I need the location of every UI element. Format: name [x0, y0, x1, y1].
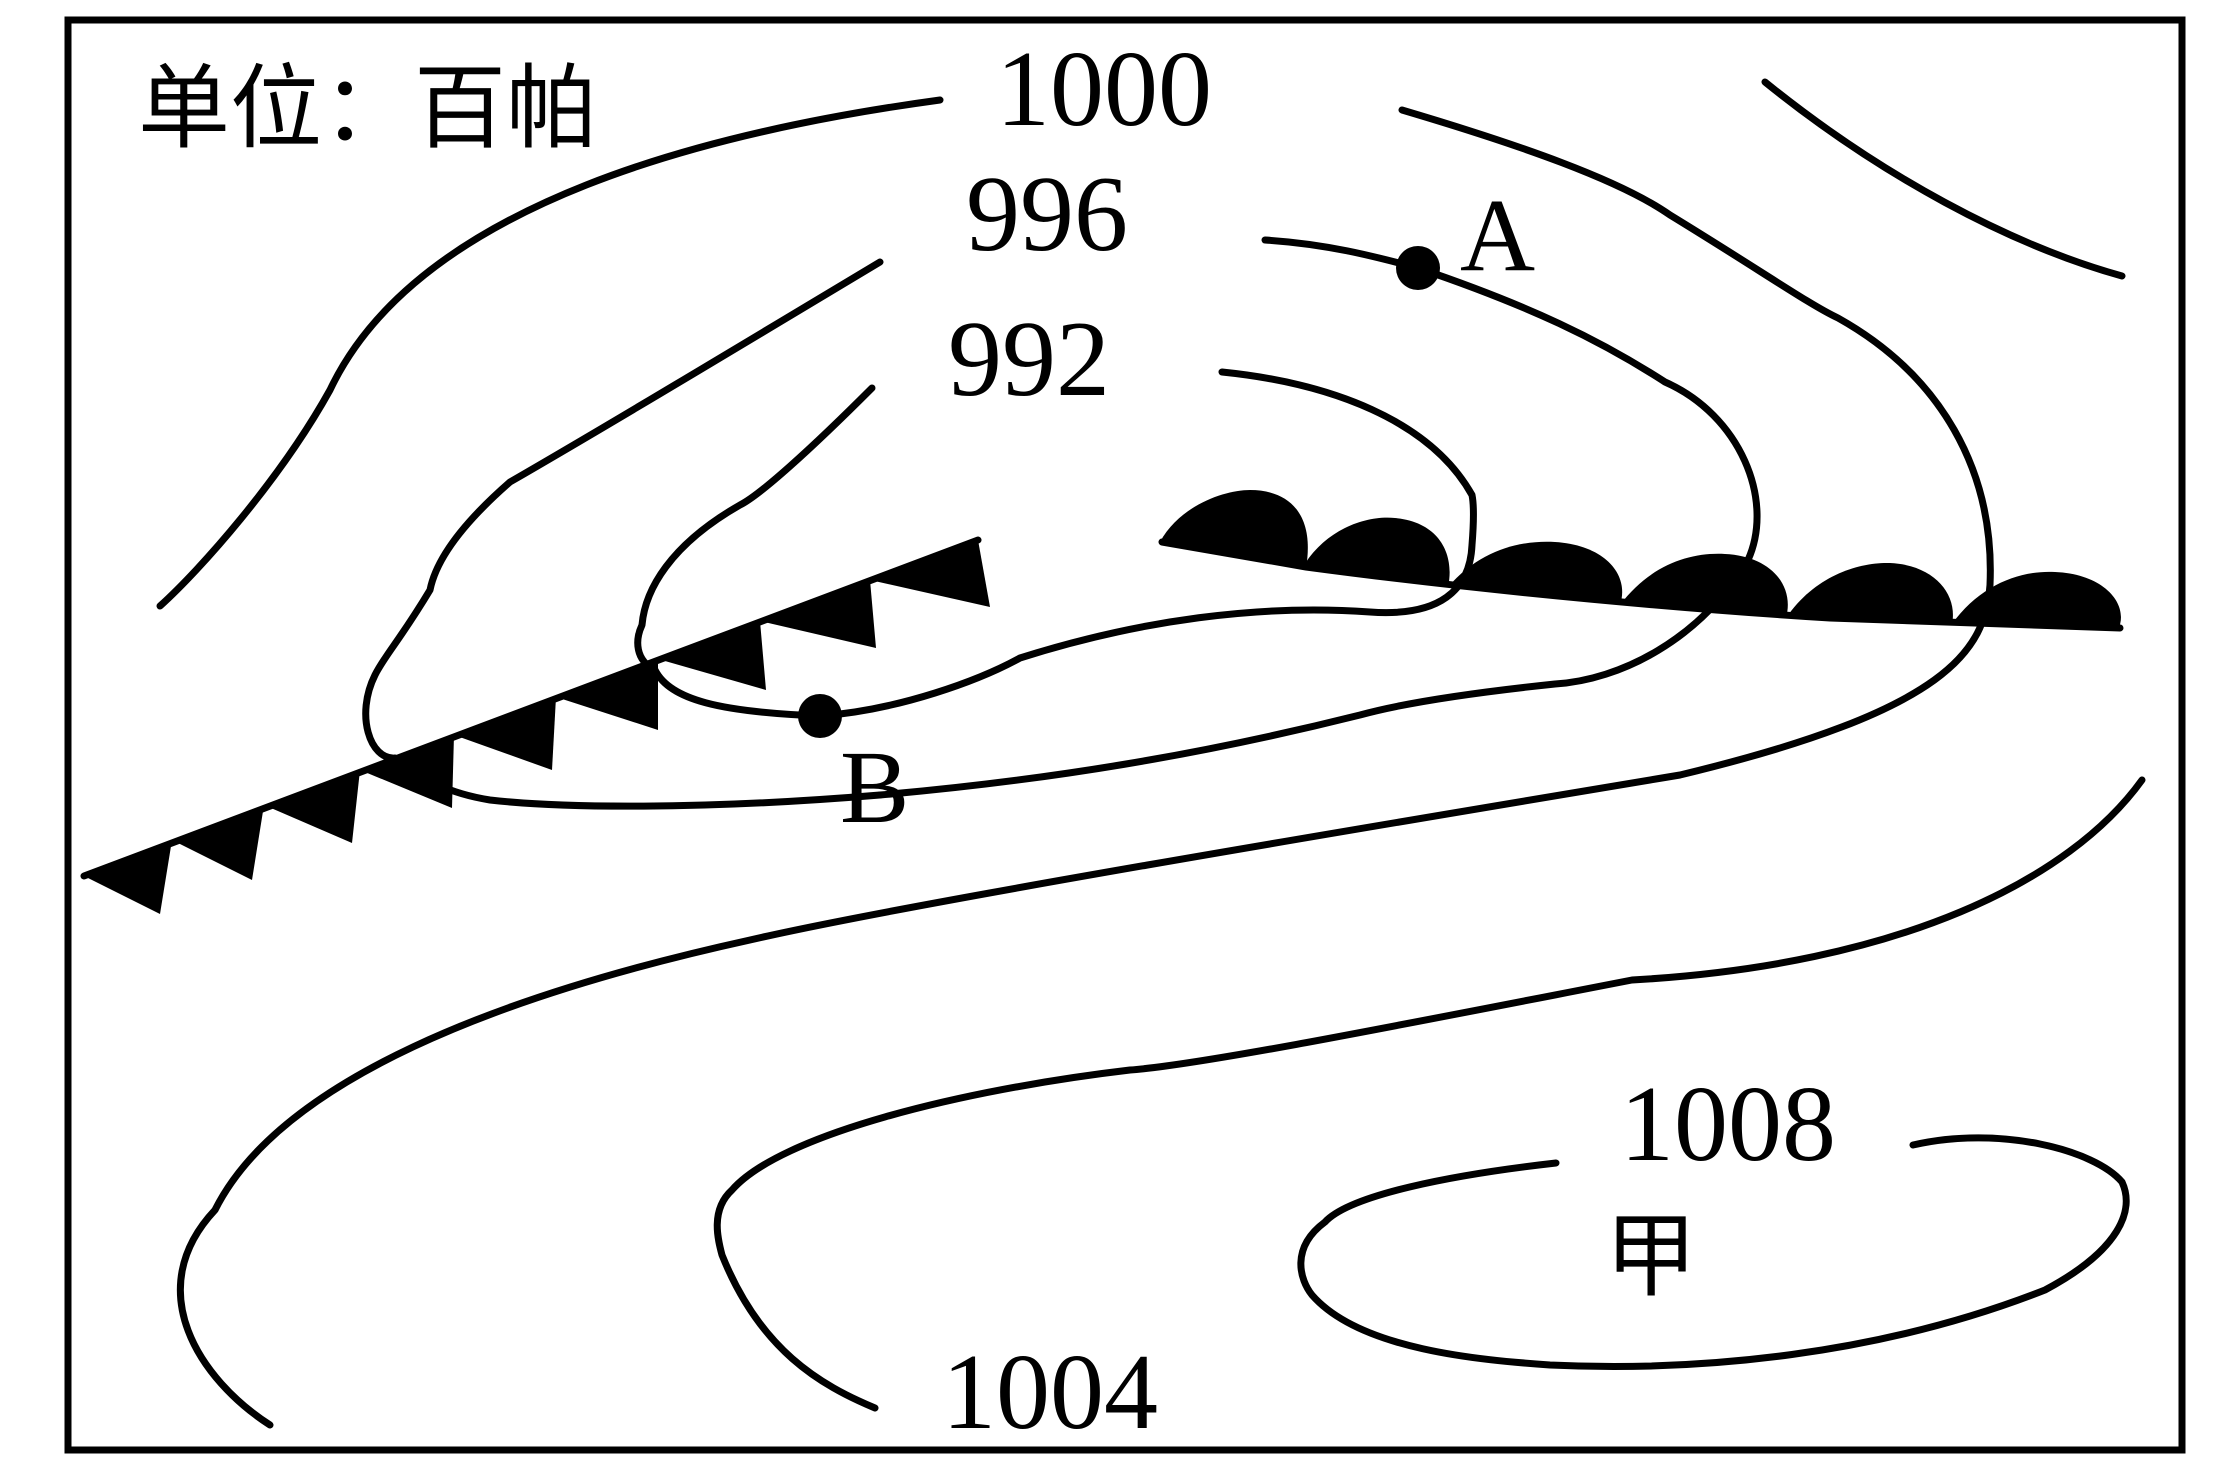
cold-front-triangles — [84, 540, 990, 914]
isobar-label-1000: 1000 — [996, 30, 1212, 149]
cold-front-triangle — [264, 770, 360, 843]
unit-label: 单位：百帕 — [138, 55, 598, 162]
warm-front-semicircles — [1160, 490, 2121, 630]
high-center-label: 甲 — [1605, 1203, 1697, 1310]
isobar-1000 — [156, 96, 944, 610]
warm-front-semicircle — [1160, 490, 1308, 568]
warm-front-semicircle — [1786, 562, 1953, 624]
isobar-label-1008: 1008 — [1620, 1065, 1836, 1184]
cold-front-triangle — [556, 659, 658, 730]
warm-front-semicircle — [1303, 517, 1450, 587]
cold-front-triangle — [360, 735, 454, 808]
isobar-label-1004: 1004 — [942, 1333, 1158, 1452]
isobar-1004 — [713, 776, 2146, 1412]
isobar-1000-east — [176, 106, 1994, 1429]
cold-front-triangle — [84, 840, 172, 914]
warm-front-semicircle — [1448, 541, 1623, 605]
cold-front-triangle — [454, 697, 556, 770]
warm-front-semicircle — [1952, 571, 2121, 630]
cold-front-triangle — [760, 580, 876, 648]
point-a-label: A — [1460, 178, 1535, 293]
isobar-1008 — [1297, 1134, 2130, 1370]
isobar-label-996: 996 — [966, 155, 1128, 274]
isobar-outer-ne — [1761, 78, 2126, 280]
warm-front-semicircle — [1620, 553, 1788, 618]
cold-front-triangle — [658, 621, 766, 690]
cold-front-triangle — [870, 540, 990, 607]
map-frame — [64, 16, 2186, 1454]
cold-front-triangle — [172, 805, 264, 880]
isobar-label-992: 992 — [948, 300, 1110, 419]
point-b-marker — [798, 694, 842, 738]
isobar-992 — [634, 368, 1477, 720]
point-a-marker — [1396, 246, 1440, 290]
isobar-996-west — [362, 258, 884, 810]
point-b-label: B — [840, 730, 909, 845]
